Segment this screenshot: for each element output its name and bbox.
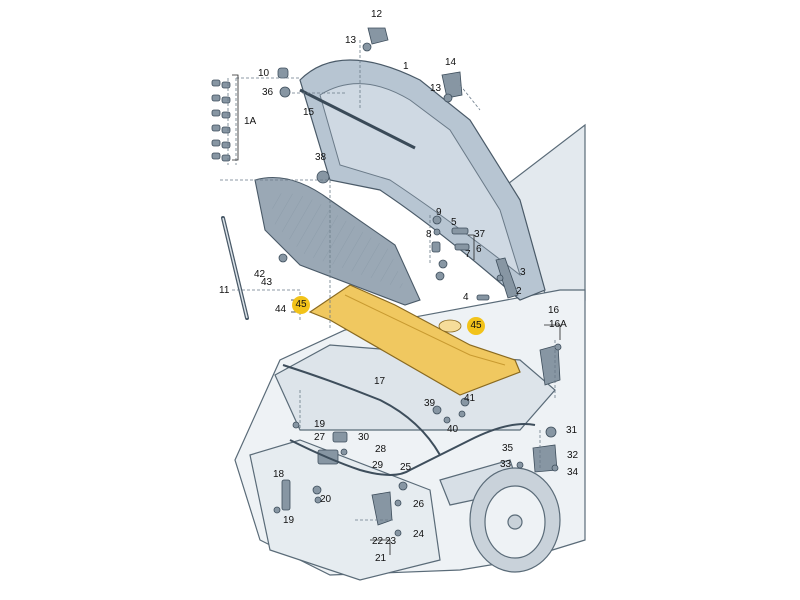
callout-44: 44 (275, 304, 287, 315)
callout-34: 34 (567, 467, 579, 478)
callout-18: 18 (273, 469, 285, 480)
callout-9: 9 (436, 207, 442, 218)
callout-45-highlight-right: 45 (467, 317, 485, 335)
callout-32: 32 (567, 450, 579, 461)
callout-4: 4 (463, 292, 469, 303)
callout-24: 24 (413, 529, 425, 540)
callout-10: 10 (258, 68, 270, 79)
callout-8: 8 (426, 229, 432, 240)
callout-20: 20 (320, 494, 332, 505)
small-parts (211, 27, 562, 537)
callout-19-bottom: 19 (283, 515, 295, 526)
callout-13-top: 13 (345, 35, 357, 46)
front-grille (249, 439, 441, 581)
callout-13-right: 13 (430, 83, 442, 94)
hood-seal (299, 88, 416, 150)
callout-28: 28 (375, 444, 387, 455)
hood-frame (319, 83, 521, 277)
callout-2: 2 (516, 286, 522, 297)
callout-21: 21 (375, 553, 387, 564)
plenum-cover (308, 284, 521, 396)
callout-26: 26 (413, 499, 425, 510)
callout-30: 30 (358, 432, 370, 443)
callout-40: 40 (447, 424, 459, 435)
callout-11: 11 (219, 285, 230, 296)
callout-38: 38 (315, 152, 327, 163)
callout-41: 41 (464, 393, 476, 404)
callout-29: 29 (372, 460, 384, 471)
hood (299, 59, 546, 301)
callout-27: 27 (314, 432, 326, 443)
callout-35: 35 (502, 443, 514, 454)
callout-45-left: 45 (295, 299, 307, 310)
callout-19-top: 19 (314, 419, 326, 430)
callout-16: 16 (548, 305, 560, 316)
callout-33: 33 (500, 459, 512, 470)
leader-lines (220, 40, 556, 521)
callout-1: 1 (403, 61, 409, 72)
callout-14: 14 (445, 57, 457, 68)
callout-3: 3 (520, 267, 526, 278)
wheel-hub (507, 514, 523, 530)
callout-36: 36 (262, 87, 274, 98)
callout-45-highlight-left: 45 (292, 296, 310, 314)
callout-12: 12 (371, 9, 383, 20)
insulation-mat (254, 177, 421, 306)
callout-39: 39 (424, 398, 436, 409)
callout-31: 31 (566, 425, 578, 436)
callout-43: 43 (261, 277, 273, 288)
callout-6: 6 (476, 244, 482, 255)
callout-1a: 1A (244, 116, 257, 127)
callout-15: 15 (303, 107, 315, 118)
callout-16a: 16A (549, 319, 567, 330)
release-cables (282, 364, 536, 476)
callout-25: 25 (400, 462, 412, 473)
callout-45-right: 45 (470, 320, 482, 331)
callout-5: 5 (451, 217, 457, 228)
callout-37: 37 (474, 229, 486, 240)
callout-17: 17 (374, 376, 386, 387)
callout-23: 23 (385, 536, 397, 547)
callout-22: 22 (372, 536, 384, 547)
callout-7: 7 (465, 249, 471, 260)
callout-42: 42 (254, 269, 266, 280)
